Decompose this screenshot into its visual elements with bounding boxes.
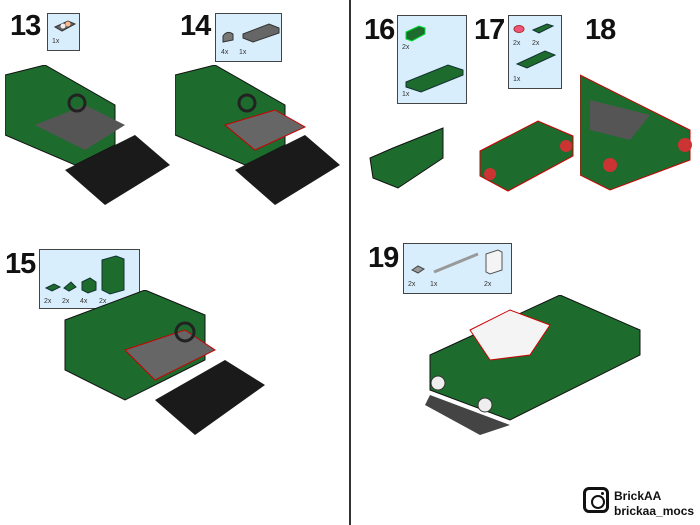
page-divider [349, 0, 351, 525]
step-14-model [175, 65, 340, 205]
parts [411, 249, 503, 275]
step-14-number: 14 [180, 10, 211, 42]
brand-name: BrickAA [614, 489, 662, 503]
dashboard-tile-part [54, 20, 76, 32]
grey-parts [222, 23, 280, 43]
part-count: 2x [513, 40, 521, 47]
step-19-number: 19 [368, 242, 399, 274]
part-count: 4x [80, 298, 88, 305]
step-19-model [425, 295, 641, 435]
step-17-parts-box: 2x 2x 1x [508, 15, 562, 89]
brand-handle: brickaa_mocs [614, 504, 695, 518]
step-13-number: 13 [10, 10, 41, 42]
part-count: 1x [513, 76, 521, 83]
step-16-number: 16 [364, 14, 395, 46]
step-18-model [580, 74, 692, 191]
step-18-number: 18 [585, 14, 616, 46]
instagram-icon [583, 487, 609, 513]
step-13-model [5, 65, 170, 205]
part-count: 1x [52, 38, 60, 45]
step-17-model [479, 120, 574, 192]
step-16-model [369, 127, 444, 189]
step-15-number: 15 [5, 248, 36, 280]
step-16-parts-box: 2x 1x [397, 15, 467, 104]
part-count: 2x [99, 298, 107, 305]
step-15-model [64, 290, 265, 435]
step-19-parts-box: 2x 1x 2x [403, 243, 512, 294]
part-count: 2x [532, 40, 540, 47]
step-13-parts-box: 1x [47, 13, 80, 51]
green-parts [44, 255, 125, 295]
part-count: 1x [430, 281, 438, 288]
part-count: 1x [239, 49, 247, 56]
part-count: 2x [402, 44, 410, 51]
step-17-number: 17 [474, 14, 505, 46]
part-count: 2x [484, 281, 492, 288]
green-parts [405, 25, 464, 93]
parts [513, 23, 557, 69]
part-count: 4x [221, 49, 229, 56]
step-14-parts-box: 4x 1x [215, 13, 282, 62]
part-count: 1x [402, 91, 410, 98]
part-count: 2x [408, 281, 416, 288]
part-count: 2x [62, 298, 70, 305]
part-count: 2x [44, 298, 52, 305]
